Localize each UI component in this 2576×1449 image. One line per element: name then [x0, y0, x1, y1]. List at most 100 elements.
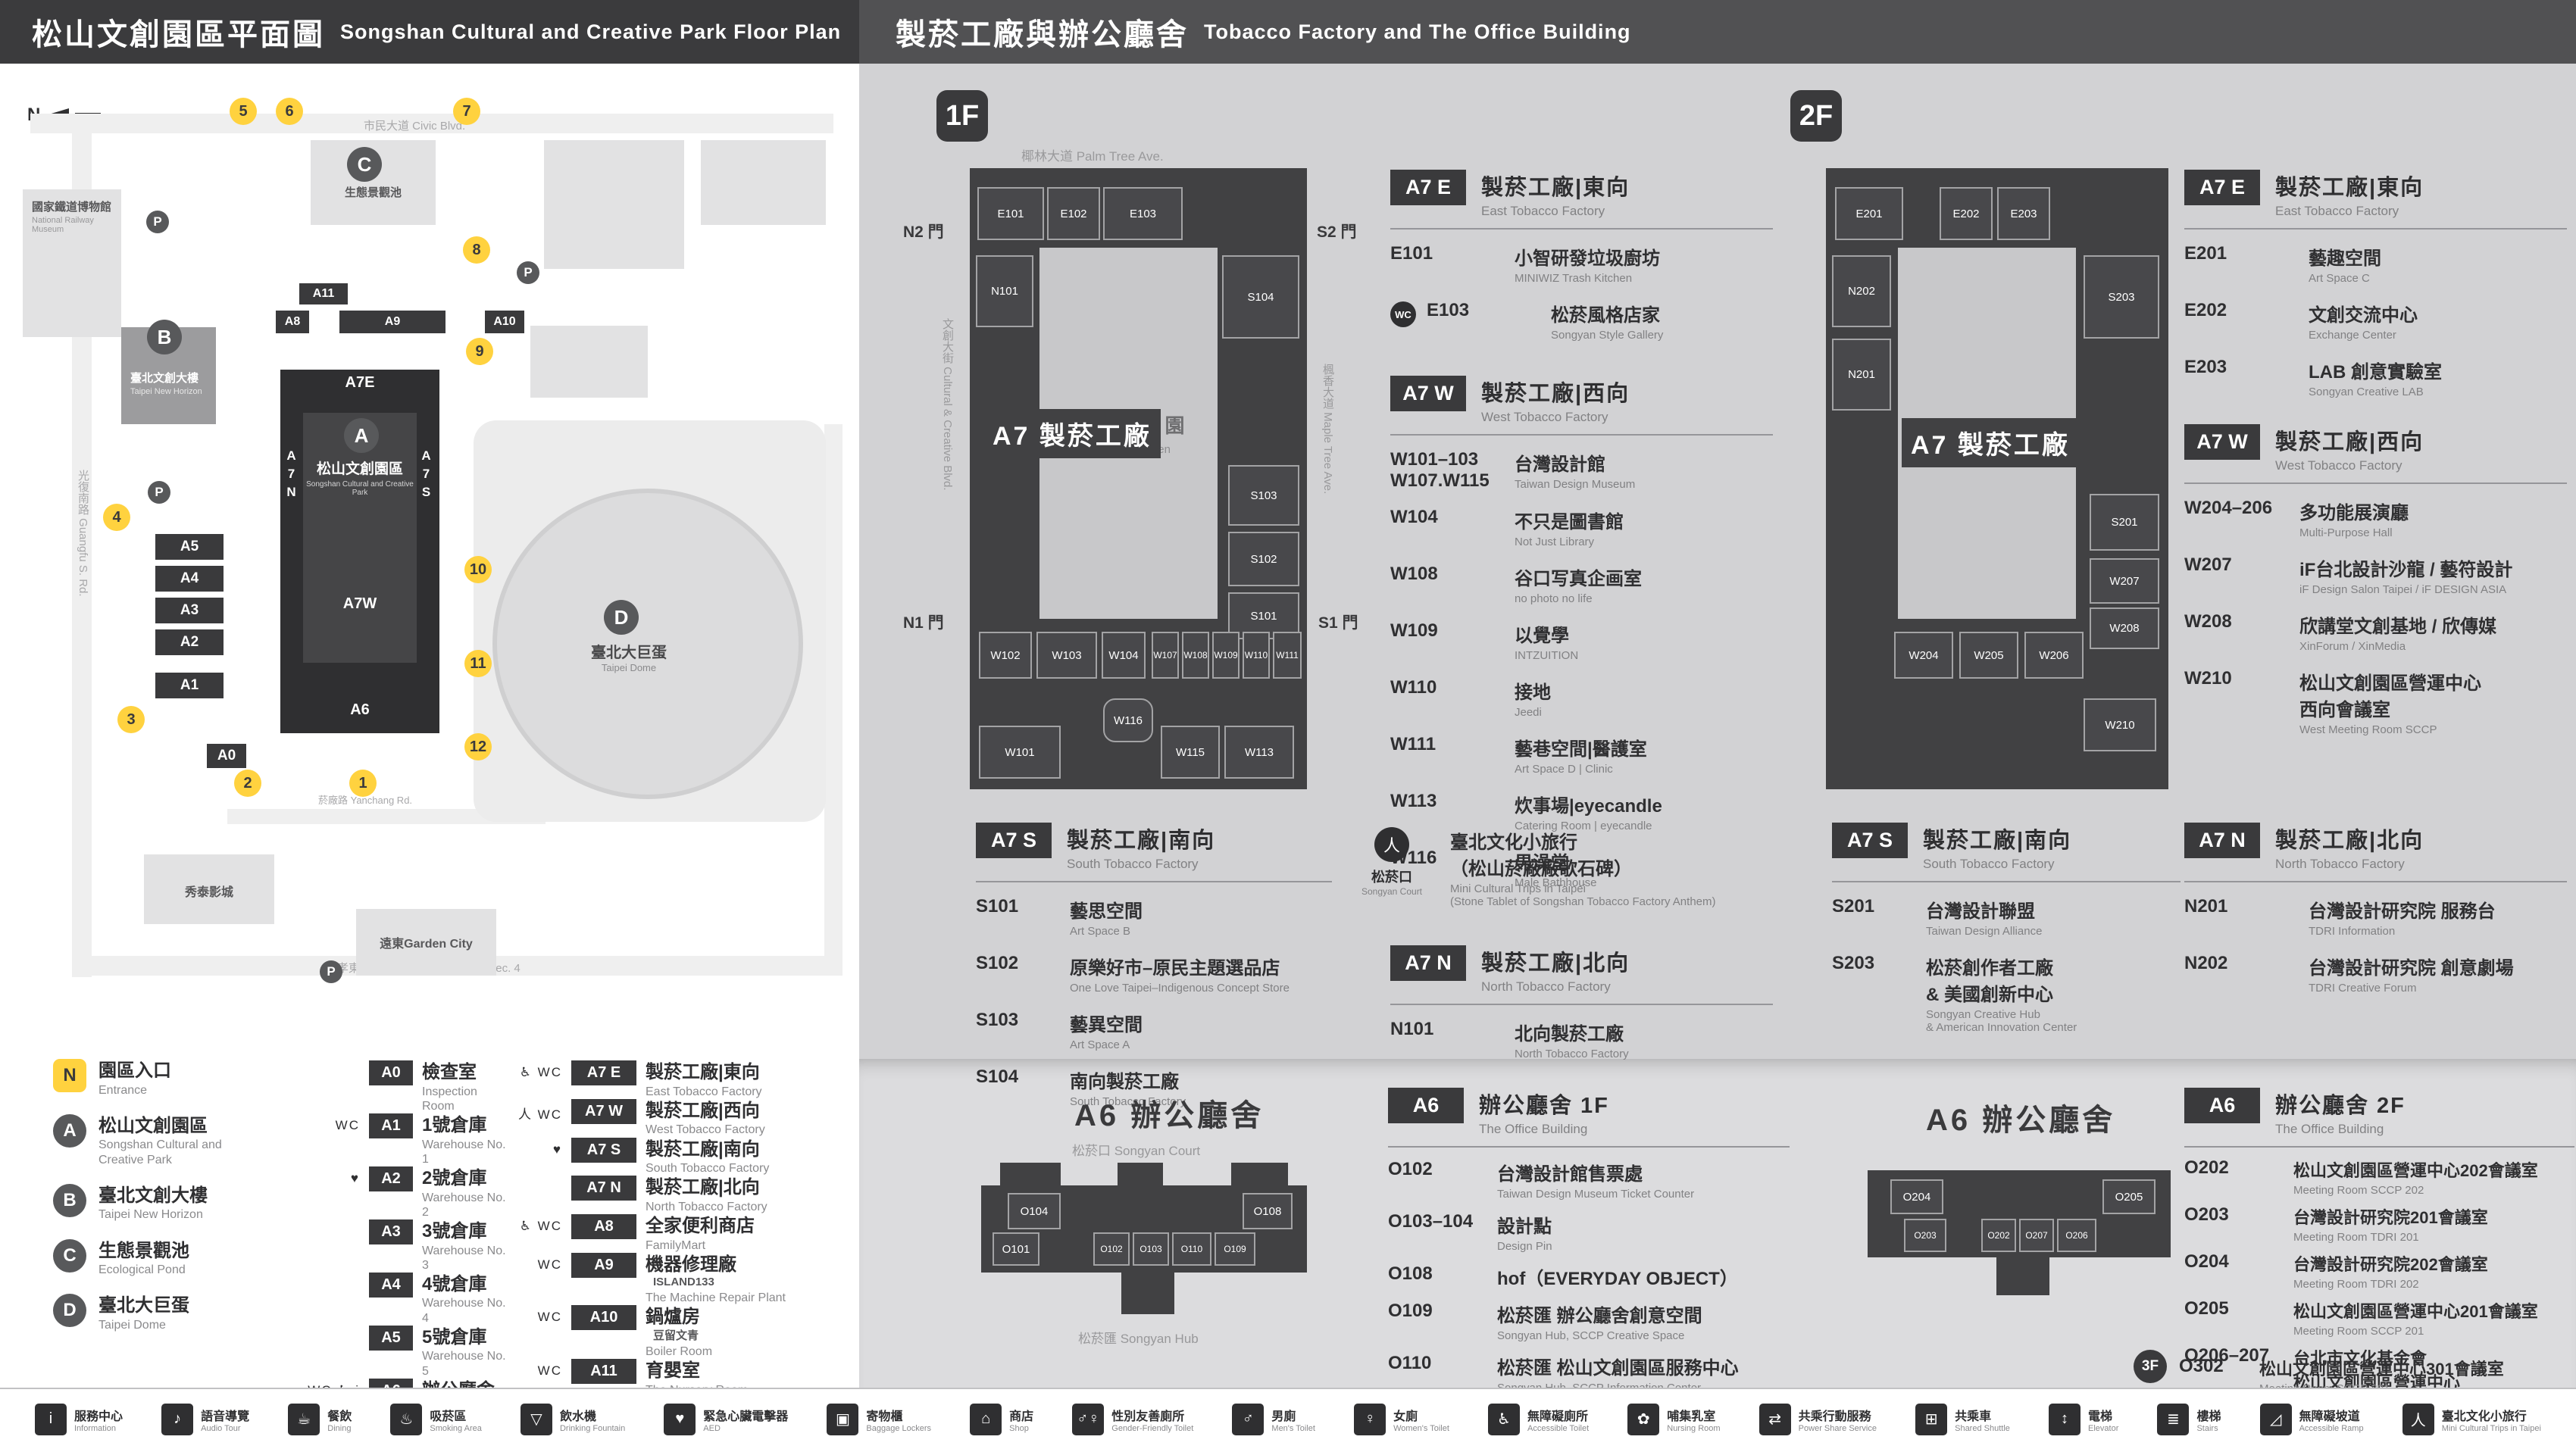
entrance-marker-6: 6: [276, 98, 303, 125]
room-code: O202: [2184, 1157, 2229, 1178]
street-cultural-blvd: 文創大街 Cultural & Creative Blvd.: [941, 318, 954, 491]
tenant-item: N201 台灣設計研究院 服務台 TDRI Information: [2184, 896, 2496, 938]
room-w210: W210: [2084, 698, 2156, 751]
facility-legend-item: ≣ 樓梯 Stairs: [2157, 1403, 2221, 1435]
facility-icon: ♿: [1488, 1403, 1521, 1435]
room-code: O102: [1388, 1159, 1433, 1179]
room-s104: S104: [1222, 255, 1299, 339]
facility-icons: ♥: [350, 1170, 360, 1185]
section-badge: A7 S: [976, 823, 1052, 858]
facility-icons: [515, 1176, 562, 1180]
road-label-civic: 市民大道 Civic Blvd.: [364, 120, 466, 133]
section-2f-a7s: A7 S 製菸工廠|南向 South Tobacco Factory S201 …: [1832, 823, 2181, 1041]
gate-s2: S2 門: [1317, 223, 1357, 241]
page-title-zh: 松山文創園區平面圖: [32, 18, 325, 52]
room-w113: W113: [1224, 726, 1294, 779]
facility-legend-item: ▽ 飲水機 Drinking Fountain: [520, 1403, 625, 1435]
gate-n2: N2 門: [903, 223, 944, 241]
map-box-a8: A8: [276, 311, 309, 333]
facility-legend-item: ♿ 無障礙廁所 Accessible Toilet: [1488, 1403, 1589, 1435]
legend-buildings-a0-a6: A0 檢查室 Inspection Room WC A1 1號倉庫 Wareho…: [307, 1060, 511, 1432]
facility-legend-item: ♪ 語音導覽 Audio Tour: [161, 1403, 249, 1435]
facility-legend-item: ✿ 哺集乳室 Nursing Room: [1627, 1403, 1721, 1435]
room-code: E101: [1390, 243, 1433, 264]
facility-legend-item: 人 臺北文化小旅行 Mini Cultural Trips in Taipei: [2402, 1403, 2541, 1435]
room-code: N202: [2184, 953, 2228, 973]
room-s201: S201: [2090, 494, 2159, 551]
facility-icon: ◿: [2259, 1403, 2292, 1435]
facility-icon: ♂♀: [1072, 1403, 1105, 1435]
tenant-item: S203 松菸創作者工廠 & 美國創新中心 Songyan Creative H…: [1832, 953, 2077, 1034]
facility-icons: ♿ WC: [519, 1219, 562, 1234]
section-badge: A7 S: [1832, 823, 1908, 858]
floor-badge-1f: 1F: [936, 90, 988, 142]
room-s102: S102: [1228, 532, 1299, 586]
room-w102: W102: [979, 632, 1032, 679]
building-code-badge: A0: [369, 1060, 413, 1085]
room-e101: E101: [977, 187, 1044, 240]
room-e103: E103: [1103, 187, 1183, 240]
section-badge: A7 N: [1390, 945, 1466, 981]
room-w206: W206: [2024, 632, 2084, 679]
legend-item: A7 N 製菸工廠|北向 North Tobacco Factory: [515, 1176, 856, 1214]
taipei-dome-shape: [492, 489, 803, 799]
facility-icon: ♥: [664, 1403, 696, 1435]
facility-legend-item: ⌂ 商店 Shop: [970, 1403, 1033, 1435]
room-code: N101: [1390, 1019, 1434, 1039]
facility-legend-item: ♀ 女廁 Women's Toilet: [1354, 1403, 1449, 1435]
legend-item: WC A1 1號倉庫 Warehouse No. 1: [307, 1113, 511, 1166]
entrance-marker-5: 5: [230, 98, 257, 125]
songyan-court-zh: 松菸口: [1371, 870, 1412, 885]
section-1f-a7e: A7 E 製菸工廠|東向 East Tobacco Factory E101 小…: [1390, 170, 1773, 349]
floor-badge-3f: 3F: [2134, 1350, 2167, 1383]
building-code-badge: A8: [571, 1214, 636, 1240]
office-floorplan-2f: O204 O203 O202 O207 O206 O205: [1868, 1140, 2171, 1326]
office-1f-plan-title: A6 辦公廳舍: [1074, 1099, 1265, 1132]
section-office-1f: A6 辦公廳舍 1F The Office Building O102 台灣設計…: [1388, 1088, 1790, 1400]
legend-letter-item: A 松山文創園區 Songshan Cultural and Creative …: [53, 1113, 303, 1167]
entrance-badge: N: [53, 1059, 86, 1092]
facility-icon: ≣: [2157, 1403, 2190, 1435]
room-code: S201: [1832, 896, 1875, 917]
room-w111: W111: [1273, 632, 1302, 679]
section-title-en: Tobacco Factory and The Office Building: [1204, 20, 1631, 43]
facility-legend-item: ▣ 寄物櫃 Baggage Lockers: [827, 1403, 931, 1435]
tenant-item: W110 接地 Jeedi: [1390, 677, 1551, 719]
building-code-badge: A7 S: [571, 1137, 636, 1163]
legend-item: ♿ WC A7 E 製菸工廠|東向 East Tobacco Factory: [515, 1060, 856, 1099]
map-box-a0: A0: [207, 744, 246, 768]
floorplan-1f: 巴洛克花園 Baroque Garden A7 製菸工廠 E101 E102 E…: [970, 168, 1307, 789]
legend-letters: N 園區入口 Entrance A 松山文創園區 Songshan Cultur…: [53, 1059, 303, 1349]
room-o202: O202: [1981, 1219, 2016, 1252]
map-label-a6: A6: [350, 701, 370, 718]
section-2f-a7w: A7 W 製菸工廠|西向 West Tobacco Factory W204–2…: [2184, 424, 2567, 744]
header-left: 松山文創園區平面圖 Songshan Cultural and Creative…: [0, 0, 859, 64]
header-right: 製菸工廠與辦公廳舍 Tobacco Factory and The Office…: [859, 0, 2576, 64]
building-code-badge: A2: [369, 1166, 413, 1191]
building-code-badge: A1: [369, 1113, 413, 1138]
page-title-en: Songshan Cultural and Creative Park Floo…: [340, 20, 842, 43]
room-w107: W107: [1152, 632, 1179, 679]
facility-icon: ⇄: [1758, 1403, 1791, 1435]
tenant-item: N101 北向製菸工廠 North Tobacco Factory: [1390, 1019, 1629, 1060]
room-code: O302: [2179, 1356, 2224, 1376]
building-code-badge: A11: [571, 1359, 636, 1385]
entrance-marker-1: 1: [349, 770, 377, 797]
map-box-a3: A3: [155, 598, 224, 623]
legend-item: A3 3號倉庫 Warehouse No. 3: [307, 1219, 511, 1273]
facility-legend-item: ☕ 餐飲 Dining: [288, 1403, 352, 1435]
room-w116: W116: [1103, 698, 1153, 742]
entrance-marker-4: 4: [103, 504, 130, 531]
room-code: W210: [2184, 668, 2232, 689]
room-o101: O101: [993, 1232, 1039, 1266]
room-code: W204–206: [2184, 498, 2273, 518]
letter-badge: A: [53, 1113, 86, 1148]
section-2f-a7n: A7 N 製菸工廠|北向 North Tobacco Factory N201 …: [2184, 823, 2567, 1002]
section-1f-a7n: A7 N 製菸工廠|北向 North Tobacco Factory N101 …: [1390, 945, 1773, 1068]
parking-icon: P: [517, 261, 539, 284]
room-code: E103: [1427, 300, 1470, 320]
room-code: S103: [976, 1010, 1019, 1030]
facility-icon: 人: [2402, 1403, 2434, 1435]
room-o207: O207: [2019, 1219, 2054, 1252]
building-code-badge: A3: [369, 1219, 413, 1244]
